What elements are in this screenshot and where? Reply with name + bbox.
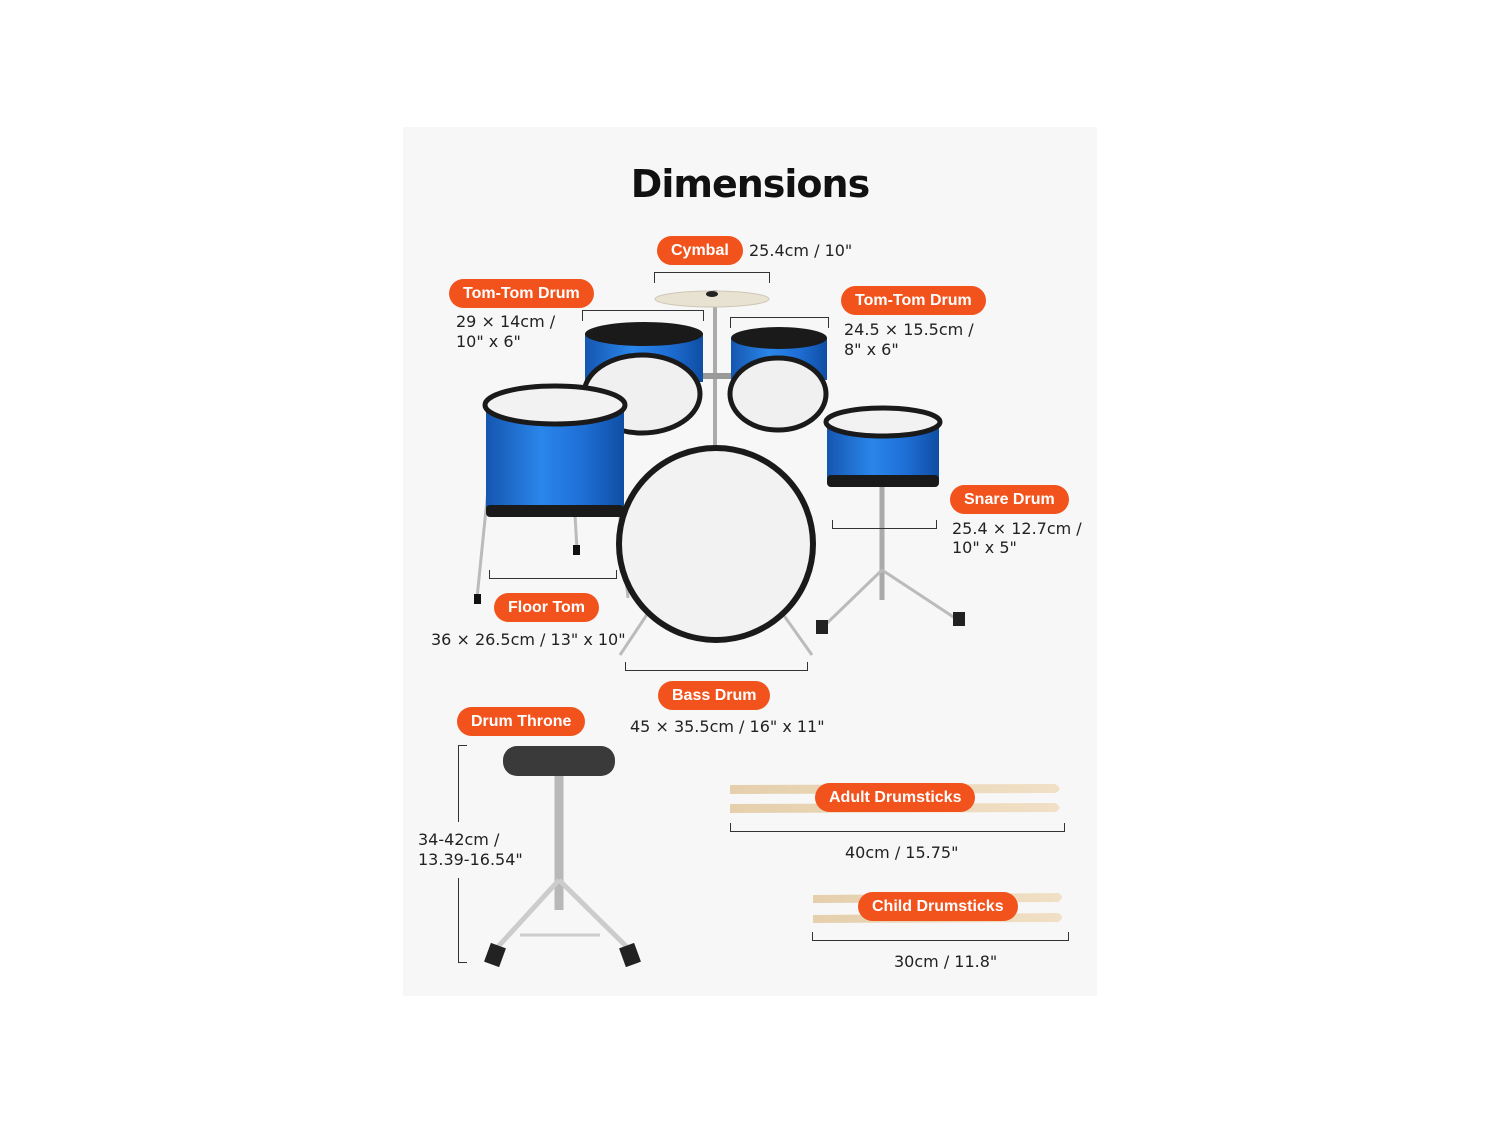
snare-dims-2: 10" x 5"	[952, 538, 1017, 557]
bass-badge: Bass Drum	[658, 681, 771, 710]
child-sticks-bracket	[812, 932, 1069, 941]
drum-throne-icon	[484, 746, 641, 968]
floor-tom-dims: 36 × 26.5cm / 13" x 10"	[431, 630, 626, 649]
tom-left-dims-2: 10" x 6"	[456, 332, 521, 351]
cymbal-badge: Cymbal	[657, 236, 743, 265]
throne-badge: Drum Throne	[457, 707, 586, 736]
tom-right-dims-2: 8" x 6"	[844, 340, 899, 359]
floor-tom-bracket	[489, 570, 617, 579]
bass-dims: 45 × 35.5cm / 16" x 11"	[630, 717, 825, 736]
snare-bracket	[832, 520, 937, 529]
bass-bracket	[625, 662, 808, 671]
throne-bracket-top	[458, 745, 467, 822]
snare-drum-icon	[816, 405, 965, 634]
throne-dims-1: 34-42cm /	[418, 830, 500, 849]
throne-bracket-bottom	[458, 878, 467, 963]
adult-sticks-bracket	[730, 823, 1065, 832]
tom-tom-right-icon	[727, 327, 829, 433]
tom-right-badge: Tom-Tom Drum	[841, 286, 986, 315]
child-sticks-badge: Child Drumsticks	[858, 892, 1018, 921]
floor-tom-icon	[474, 383, 630, 604]
tom-left-badge: Tom-Tom Drum	[449, 279, 594, 308]
adult-sticks-badge: Adult Drumsticks	[815, 783, 976, 812]
tom-right-bracket	[730, 317, 829, 328]
adult-sticks-dims: 40cm / 15.75"	[845, 843, 959, 862]
throne-dims-2: 13.39-16.54"	[418, 850, 523, 869]
cymbal-dims: 25.4cm / 10"	[749, 241, 853, 260]
tom-left-dims-1: 29 × 14cm /	[456, 312, 556, 331]
tom-left-bracket	[582, 310, 704, 321]
child-sticks-dims: 30cm / 11.8"	[894, 952, 998, 971]
tom-right-dims-1: 24.5 × 15.5cm /	[844, 320, 974, 339]
snare-dims-1: 25.4 × 12.7cm /	[952, 519, 1082, 538]
floor-tom-badge: Floor Tom	[494, 593, 600, 622]
bass-drum-icon	[616, 445, 816, 656]
page-title: Dimensions	[630, 162, 870, 206]
snare-badge: Snare Drum	[950, 485, 1069, 514]
cymbal-bracket	[654, 272, 770, 283]
cymbal-icon	[654, 290, 770, 450]
